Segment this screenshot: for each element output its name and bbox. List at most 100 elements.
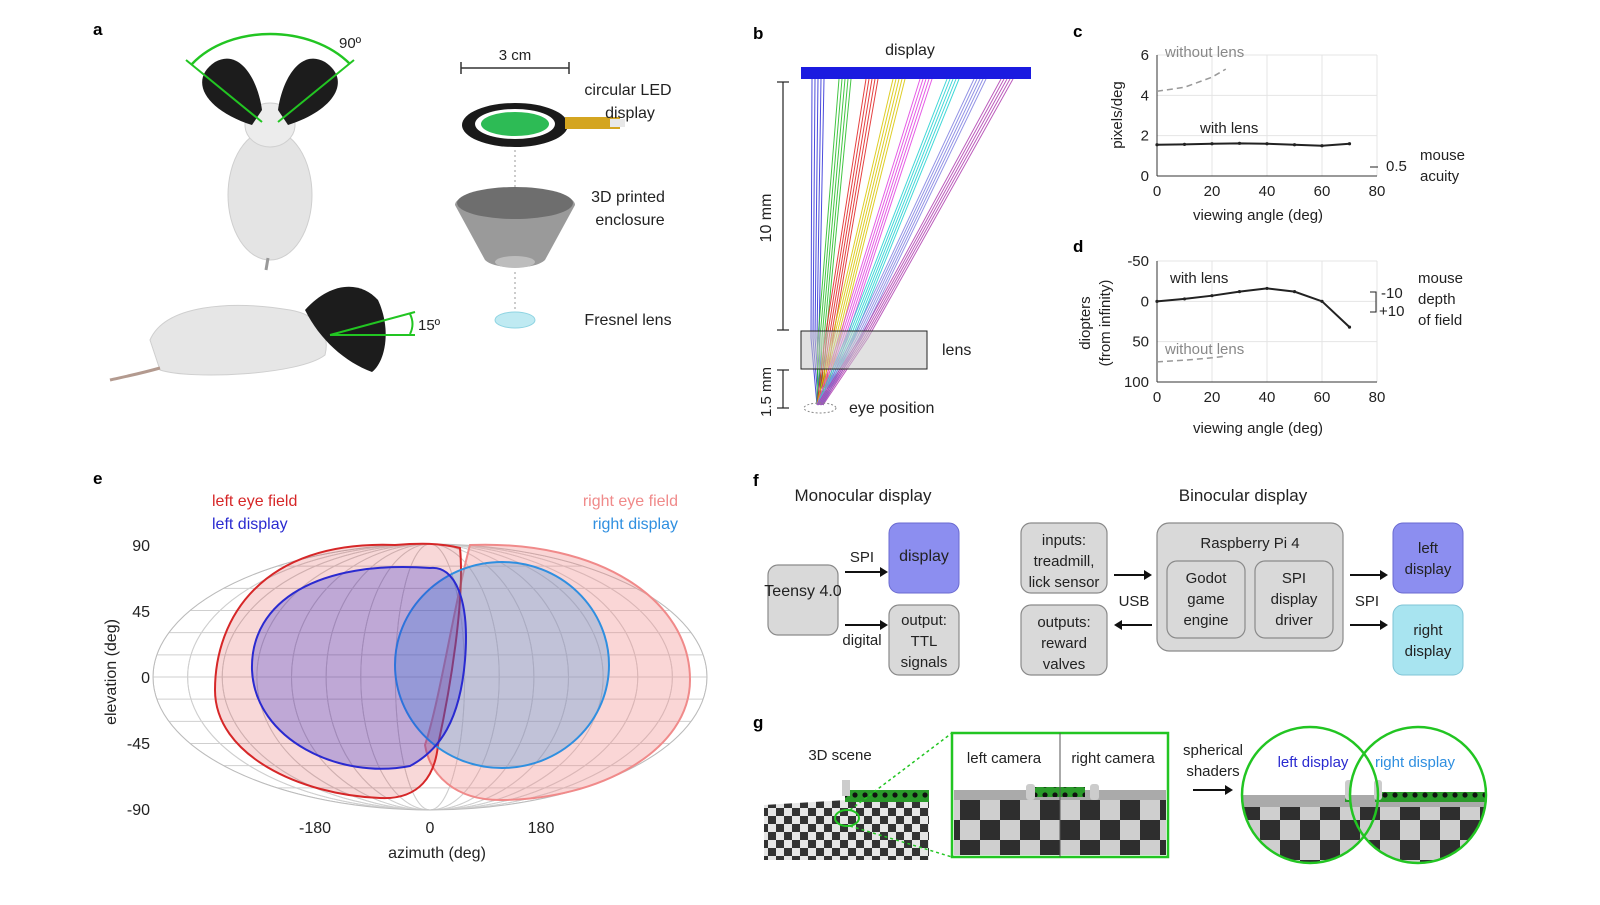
- xtick-0: 0: [426, 820, 435, 837]
- left-display-line2: display: [1405, 561, 1452, 578]
- chart-c-xtick: 60: [1314, 183, 1331, 200]
- godot-line3: engine: [1183, 612, 1228, 629]
- usb-label: USB: [1119, 593, 1150, 610]
- left-display-circle: [1240, 725, 1380, 865]
- outputs-line3: valves: [1043, 656, 1086, 673]
- legend-right-eye-field: right eye field: [583, 493, 678, 510]
- godot-line1: Godot: [1186, 570, 1228, 587]
- chart-c-point: [1265, 142, 1269, 146]
- scene-label: 3D scene: [808, 747, 871, 764]
- chart-d-xtick: 80: [1369, 389, 1386, 406]
- scene-thumbnail: [764, 775, 929, 860]
- chart-d-ylabel-line1: diopters: [1077, 296, 1094, 349]
- right-display-line1: right: [1413, 622, 1443, 639]
- raspberry-pi-label: Raspberry Pi 4: [1200, 535, 1299, 552]
- legend-right-display: right display: [593, 516, 678, 533]
- chart-c-xtick: 0: [1153, 183, 1161, 200]
- mono-spi-label: SPI: [850, 549, 874, 566]
- right-display-sphere-label: right display: [1375, 754, 1456, 771]
- spi-driver-line2: display: [1271, 591, 1318, 608]
- display-bar: [801, 67, 1031, 79]
- map-ylabel: elevation (deg): [103, 619, 120, 725]
- ttl-line3: signals: [901, 654, 948, 671]
- panel-b: b display lens eye position 10 mm 1.5 mm: [753, 24, 1031, 417]
- right-display-region: [394, 561, 610, 769]
- outputs-line2: reward: [1041, 635, 1087, 652]
- outputs-line1: outputs:: [1037, 614, 1090, 631]
- ttl-output-box: [888, 604, 960, 676]
- chart-d-xtick: 40: [1259, 389, 1276, 406]
- side-headset: [305, 286, 386, 372]
- chart-c-point: [1320, 144, 1324, 148]
- chart-c-ytick: 2: [1141, 128, 1149, 145]
- chart-c-acuity-line1: mouse: [1420, 147, 1465, 164]
- angle-90-label: 90º: [339, 35, 362, 52]
- chart-d-point: [1237, 290, 1242, 294]
- right-display-headset: [278, 58, 338, 125]
- led-display-label-line2: display: [605, 105, 655, 122]
- chart-d-dof-bottom: +10: [1379, 303, 1404, 320]
- left-display-line1: left: [1418, 540, 1439, 557]
- spi-driver-line1: SPI: [1282, 570, 1306, 587]
- exploded-view-illustration: 3 cm circular LED display 3D printed enc…: [455, 47, 672, 329]
- panel-a-letter: a: [93, 20, 103, 39]
- chart-d-series-line: [1156, 287, 1351, 328]
- godot-box: [1166, 560, 1246, 639]
- chart-d-xlabel: viewing angle (deg): [1193, 420, 1323, 437]
- left-display-region: [250, 566, 467, 770]
- chart-d-ytick: 100: [1124, 374, 1149, 391]
- chart-d-ytick: 0: [1141, 293, 1149, 310]
- left-display-box: [1392, 522, 1464, 594]
- left-display-headset: [202, 58, 262, 125]
- ytick-0: 0: [141, 670, 150, 687]
- xtick-neg180: -180: [299, 820, 331, 837]
- spherical-displays: left display right display: [1240, 725, 1488, 865]
- right-camera-label: right camera: [1071, 750, 1155, 767]
- bino-title: Binocular display: [1179, 486, 1308, 505]
- spi-driver-line3: driver: [1275, 612, 1313, 629]
- ttl-line1: output:: [901, 612, 947, 629]
- dist-10mm-label: 10 mm: [758, 194, 775, 243]
- chart-d-dof-line2: depth: [1418, 291, 1456, 308]
- chart-c-point: [1237, 141, 1242, 145]
- chart-c-xtick: 20: [1204, 183, 1221, 200]
- chart-d-xtick: 20: [1204, 389, 1221, 406]
- panel-d-letter: d: [1073, 237, 1083, 256]
- mono-digital-label: digital: [842, 632, 881, 649]
- eye-position-label: eye position: [849, 400, 934, 417]
- chart-c-xtick: 80: [1369, 183, 1386, 200]
- left-display-sphere-label: left display: [1278, 754, 1349, 771]
- chart-c-acuity-value: 0.5: [1386, 158, 1407, 175]
- panel-e-letter: e: [93, 469, 102, 488]
- inputs-line3: lick sensor: [1029, 574, 1100, 591]
- chart-c-without-lens-label: without lens: [1164, 44, 1244, 61]
- chart-c-point: [1347, 142, 1352, 146]
- right-eye-field-region: [423, 543, 692, 802]
- map-xlabel: azimuth (deg): [388, 845, 486, 862]
- chart-d-series-line: [1156, 355, 1226, 363]
- inputs-line2: treadmill,: [1034, 553, 1095, 570]
- outputs-box: [1020, 604, 1108, 676]
- chart-c-xtick: 40: [1259, 183, 1276, 200]
- chart-c-with-lens-label: with lens: [1199, 120, 1258, 137]
- mono-title: Monocular display: [794, 486, 932, 505]
- chart-c-point: [1210, 142, 1214, 146]
- panel-f-letter: f: [753, 471, 759, 490]
- lens-label: lens: [942, 342, 971, 359]
- right-display-box: [1392, 604, 1464, 676]
- inputs-box: [1020, 522, 1108, 594]
- left-camera-label: left camera: [967, 750, 1042, 767]
- ttl-line2: TTL: [911, 633, 938, 650]
- ytick-neg90: -90: [127, 802, 150, 819]
- camera-views: left camera right camera: [950, 731, 1170, 859]
- dist-1-5mm-label: 1.5 mm: [758, 367, 775, 417]
- enclosure-label-line1: 3D printed: [591, 189, 665, 206]
- display-label: display: [885, 42, 935, 59]
- chart-d-xtick: 60: [1314, 389, 1331, 406]
- chart-d-dof-line1: mouse: [1418, 270, 1463, 287]
- chart-d-dof-line3: of field: [1418, 312, 1462, 329]
- panel-b-letter: b: [753, 24, 763, 43]
